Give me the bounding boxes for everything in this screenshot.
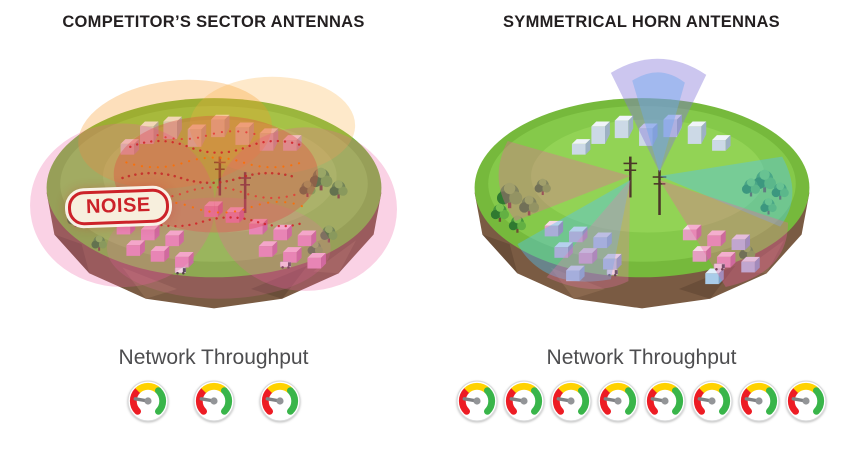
- overlapping-sector-lobes: [29, 76, 397, 299]
- antenna-towers: [213, 156, 251, 214]
- throughput-gauge-icon: [456, 380, 498, 422]
- throughput-gauge-icon: [193, 380, 234, 422]
- throughput-gauge-icon: [127, 380, 168, 422]
- competitor-island: NOISE: [28, 32, 400, 324]
- horn-panel: SYMMETRICAL HORN ANTENNAS: [428, 0, 855, 464]
- horn-title: SYMMETRICAL HORN ANTENNAS: [502, 13, 780, 31]
- throughput-gauge-icon: [691, 380, 733, 422]
- horn-island-illustration: [474, 58, 809, 309]
- noise-badge: NOISE: [66, 188, 169, 226]
- clean-horn-beams: [498, 58, 792, 290]
- throughput-gauge-icon: [503, 380, 545, 422]
- throughput-gauge-icon: [259, 380, 300, 422]
- throughput-gauge-icon: [644, 380, 686, 422]
- competitor-panel: COMPETITOR’S SECTOR ANTENNAS: [0, 0, 427, 464]
- competitor-throughput-label: Network Throughput: [118, 346, 309, 369]
- horn-throughput-label: Network Throughput: [546, 346, 737, 369]
- throughput-gauge-icon: [785, 380, 827, 422]
- competitor-island-illustration: [29, 76, 397, 309]
- noise-speckles: [120, 130, 307, 228]
- horn-throughput-gauges: [456, 380, 827, 422]
- competitor-title: COMPETITOR’S SECTOR ANTENNAS: [62, 13, 365, 31]
- antenna-towers: [623, 156, 666, 215]
- competitor-throughput-gauges: [127, 380, 301, 422]
- throughput-gauge-icon: [550, 380, 592, 422]
- throughput-gauge-icon: [597, 380, 639, 422]
- noise-label: NOISE: [85, 193, 151, 219]
- throughput-gauge-icon: [738, 380, 780, 422]
- horn-island: [456, 32, 828, 324]
